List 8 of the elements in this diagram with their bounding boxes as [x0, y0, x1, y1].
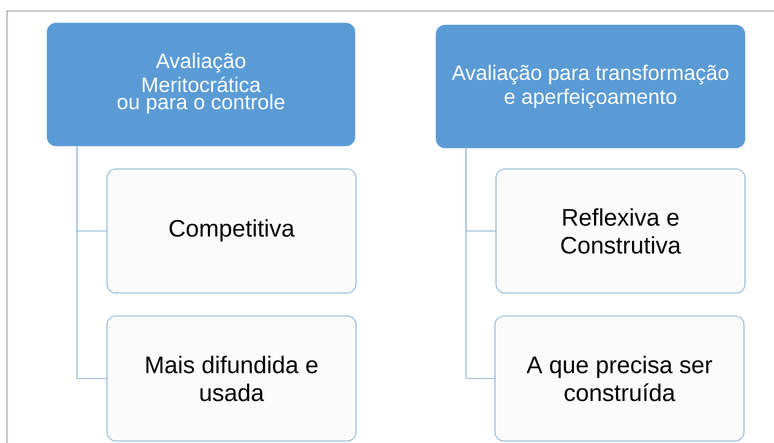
item-box: Mais difundida e usada: [106, 316, 356, 442]
connector-line: [76, 146, 107, 379]
item-box: Competitiva: [106, 168, 356, 294]
category-box: Avaliação Meritocrática ou para o controle: [46, 22, 356, 146]
item-box: Reflexiva e Construtiva: [496, 168, 746, 294]
connector-line: [466, 148, 495, 379]
item-box: A que precisa ser construída: [494, 316, 744, 442]
category-box: Avaliação para transformação e aperfeiçoamento: [436, 24, 746, 148]
